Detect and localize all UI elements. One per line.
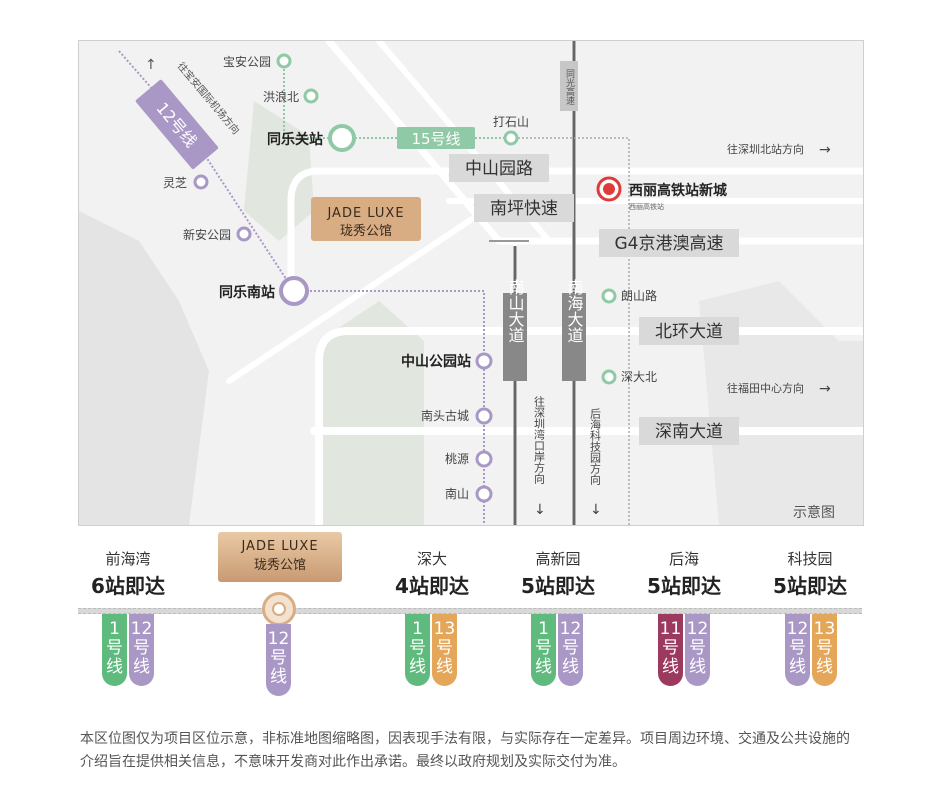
station-dashishan: 打石山 — [493, 115, 529, 129]
arrow-down-icon: ↓ — [534, 502, 546, 518]
project-name-zh: 珑秀公馆 — [340, 224, 392, 239]
road-nanhai-ave: 南海大道 — [565, 279, 584, 343]
station-baoan-park: 宝安公园 — [223, 54, 271, 69]
map-caption: 示意图 — [793, 504, 835, 521]
road-beihuan: 北环大道 — [655, 322, 723, 342]
destination-qianhaiwan: 前海湾 6站即达 — [91, 550, 165, 598]
direction-houhai-tech: 后海科技园方向 — [589, 408, 602, 485]
road-shennan: 深南大道 — [655, 422, 723, 442]
arrow-up-icon: ↑ — [145, 57, 157, 73]
disclaimer-text: 本区位图仅为项目区位示意，非标准地图缩略图，因表现手法有限，与实际存在一定差异。… — [80, 731, 850, 770]
arrow-down-icon: ↓ — [590, 502, 602, 518]
road-zhongshanyuan: 中山园路 — [465, 159, 533, 179]
project-location-marker — [262, 592, 296, 626]
station-nantou-gucheng: 南头古城 — [421, 408, 469, 423]
destination-kejiyuan: 科技园 5站即达 — [773, 550, 847, 598]
timeline-project-en: JADE LUXE — [241, 539, 319, 554]
line12-track-south — [294, 290, 485, 525]
dashed-track — [514, 137, 630, 525]
project-badge — [311, 197, 421, 241]
road-nanshan-ave: 南山大道 — [506, 279, 525, 343]
direction-futian: 往福田中心方向 — [727, 381, 804, 395]
terrain-area-east — [699, 281, 863, 525]
road-labels: 中山园路 南坪快速 G4京港澳高速 北环大道 深南大道 — [449, 61, 739, 445]
timeline-project-zh: 珑秀公馆 — [253, 558, 306, 573]
station-taoyuan: 桃源 — [445, 451, 469, 466]
line15-track — [283, 61, 514, 139]
line12-track — [118, 50, 295, 292]
destination-gaoxinyuan: 高新园 5站即达 — [521, 550, 595, 598]
svg-text:15号线: 15号线 — [411, 130, 460, 148]
park-area-south — [319, 301, 424, 525]
terrain-area — [79, 211, 209, 525]
project-name-en: JADE LUXE — [326, 206, 404, 221]
timeline-project-badge: JADE LUXE 珑秀公馆 — [218, 532, 342, 582]
station-xili: 西丽高铁站新城 — [629, 182, 727, 199]
station-tongle-south: 同乐南站 — [219, 284, 275, 301]
station-nanshan: 南山 — [445, 486, 469, 501]
direction-shenzhenwan: 往深圳湾口岸方向 — [533, 395, 546, 484]
road-nanping: 南坪快速 — [490, 199, 558, 219]
station-zhongshan-park: 中山公园站 — [401, 353, 471, 370]
map-canvas: 12号线 往宝安国际机场方向 ↑ 15号线 宝安公园 洪浪北 同乐关站 灵芝 新… — [79, 41, 863, 525]
destination-shenda: 深大 4站即达 — [395, 550, 469, 598]
station-shenda-north: 深大北 — [621, 370, 657, 384]
direction-shenzhen-north: 往深圳北站方向 — [727, 142, 804, 156]
station-markers-line12 — [193, 174, 493, 503]
location-map: 12号线 往宝安国际机场方向 ↑ 15号线 宝安公园 洪浪北 同乐关站 灵芝 新… — [78, 40, 864, 526]
station-markers-line15 — [276, 53, 617, 385]
arrow-right-icon: → — [819, 381, 831, 397]
timeline-track — [78, 608, 862, 614]
station-lingzhi: 灵芝 — [163, 175, 187, 190]
station-xili-sub: 西丽高铁站 — [629, 202, 664, 211]
station-tongleguan: 同乐关站 — [267, 131, 323, 148]
destination-houhai: 后海 5站即达 — [647, 550, 721, 598]
station-hongnang-north: 洪浪北 — [263, 89, 299, 104]
arrow-right-icon: → — [819, 142, 831, 158]
station-xinan-park: 新安公园 — [183, 227, 231, 242]
line15-badge — [397, 127, 475, 149]
station-langshan-road: 朗山路 — [621, 288, 657, 303]
park-area — [244, 101, 314, 241]
road-g4: G4京港澳高速 — [615, 234, 724, 254]
road-tongguang: 同光高速 — [564, 69, 575, 106]
